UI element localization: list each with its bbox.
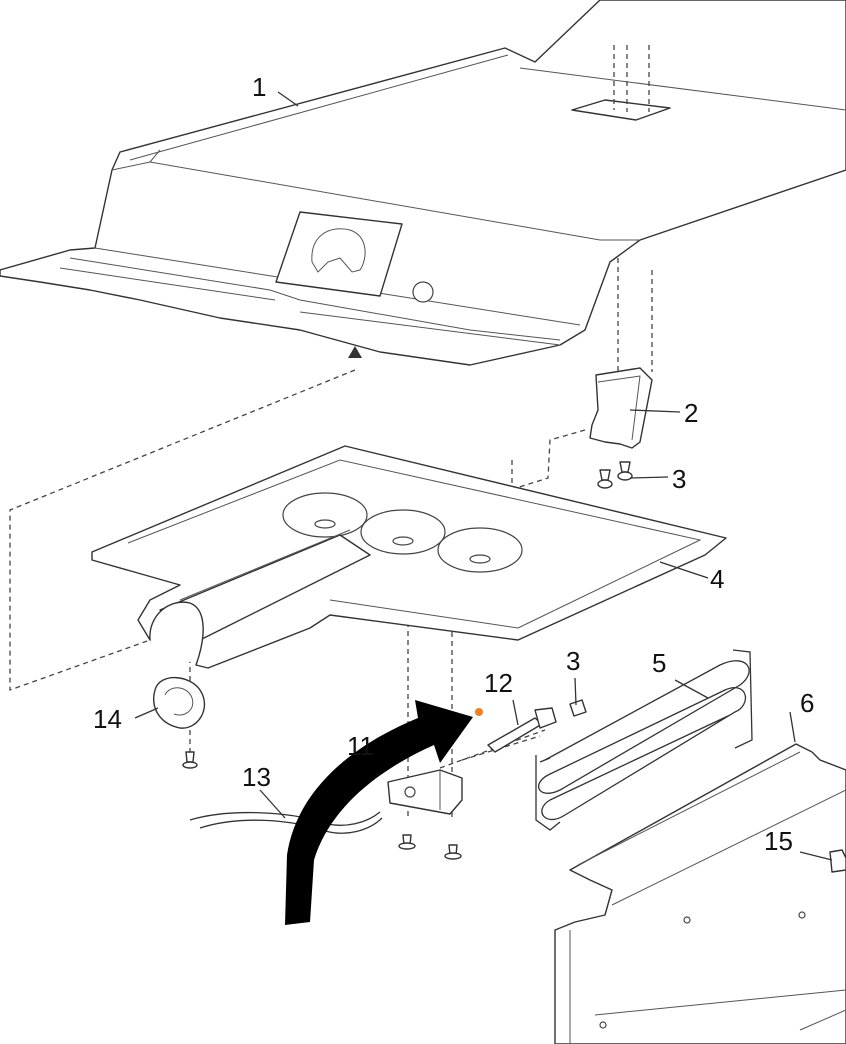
callout-1: 1 [252, 72, 266, 102]
position-marker-dot [475, 708, 483, 716]
part-1-top-cover [0, 0, 846, 366]
callout-6: 6 [800, 688, 814, 718]
part-4-inner-panel [91, 445, 727, 669]
callout-5: 5 [652, 648, 666, 678]
arrowhead-to-part-1 [348, 346, 362, 358]
callout-11: 11 [347, 731, 374, 761]
callout-12: 12 [484, 668, 513, 698]
part-6-side-panel [554, 743, 846, 1044]
part-5-heating-element [535, 649, 753, 831]
curved-direction-arrow [285, 700, 473, 925]
callout-leaders [134, 91, 833, 861]
callout-3-lower: 3 [566, 646, 580, 676]
part-11-mount [387, 769, 463, 860]
callout-2: 2 [684, 398, 698, 428]
part-3-screws [569, 461, 633, 717]
callout-14: 14 [93, 704, 122, 734]
part-13-cable [189, 811, 383, 834]
part-15-clip [829, 849, 846, 873]
part-14-ring [153, 676, 206, 769]
part-2-bracket [589, 367, 653, 449]
callout-4: 4 [710, 564, 724, 594]
callout-13: 13 [242, 762, 271, 792]
part-12-sensor [487, 707, 557, 753]
callout-15: 15 [764, 826, 793, 856]
callout-3-upper: 3 [672, 464, 686, 494]
